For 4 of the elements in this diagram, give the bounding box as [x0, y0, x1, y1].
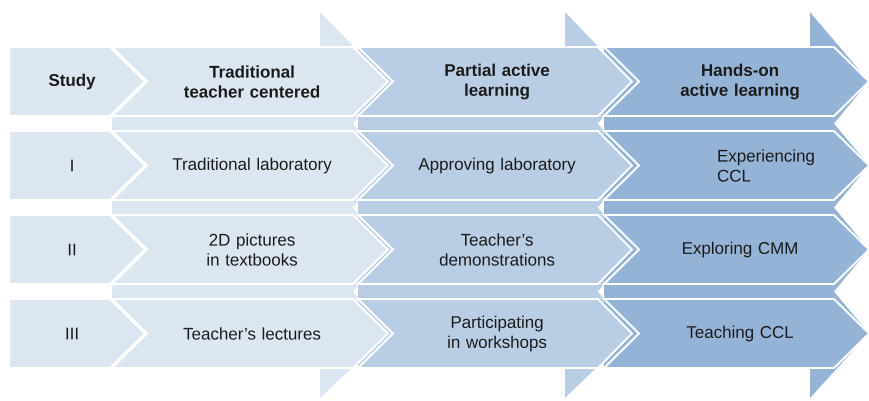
table-cell: Exploring CMM — [602, 214, 869, 285]
table-cell: Teaching CCL — [602, 298, 869, 369]
table-cell: Experiencing CCL — [602, 130, 869, 201]
header-cell: Hands-on active learning — [602, 46, 869, 117]
